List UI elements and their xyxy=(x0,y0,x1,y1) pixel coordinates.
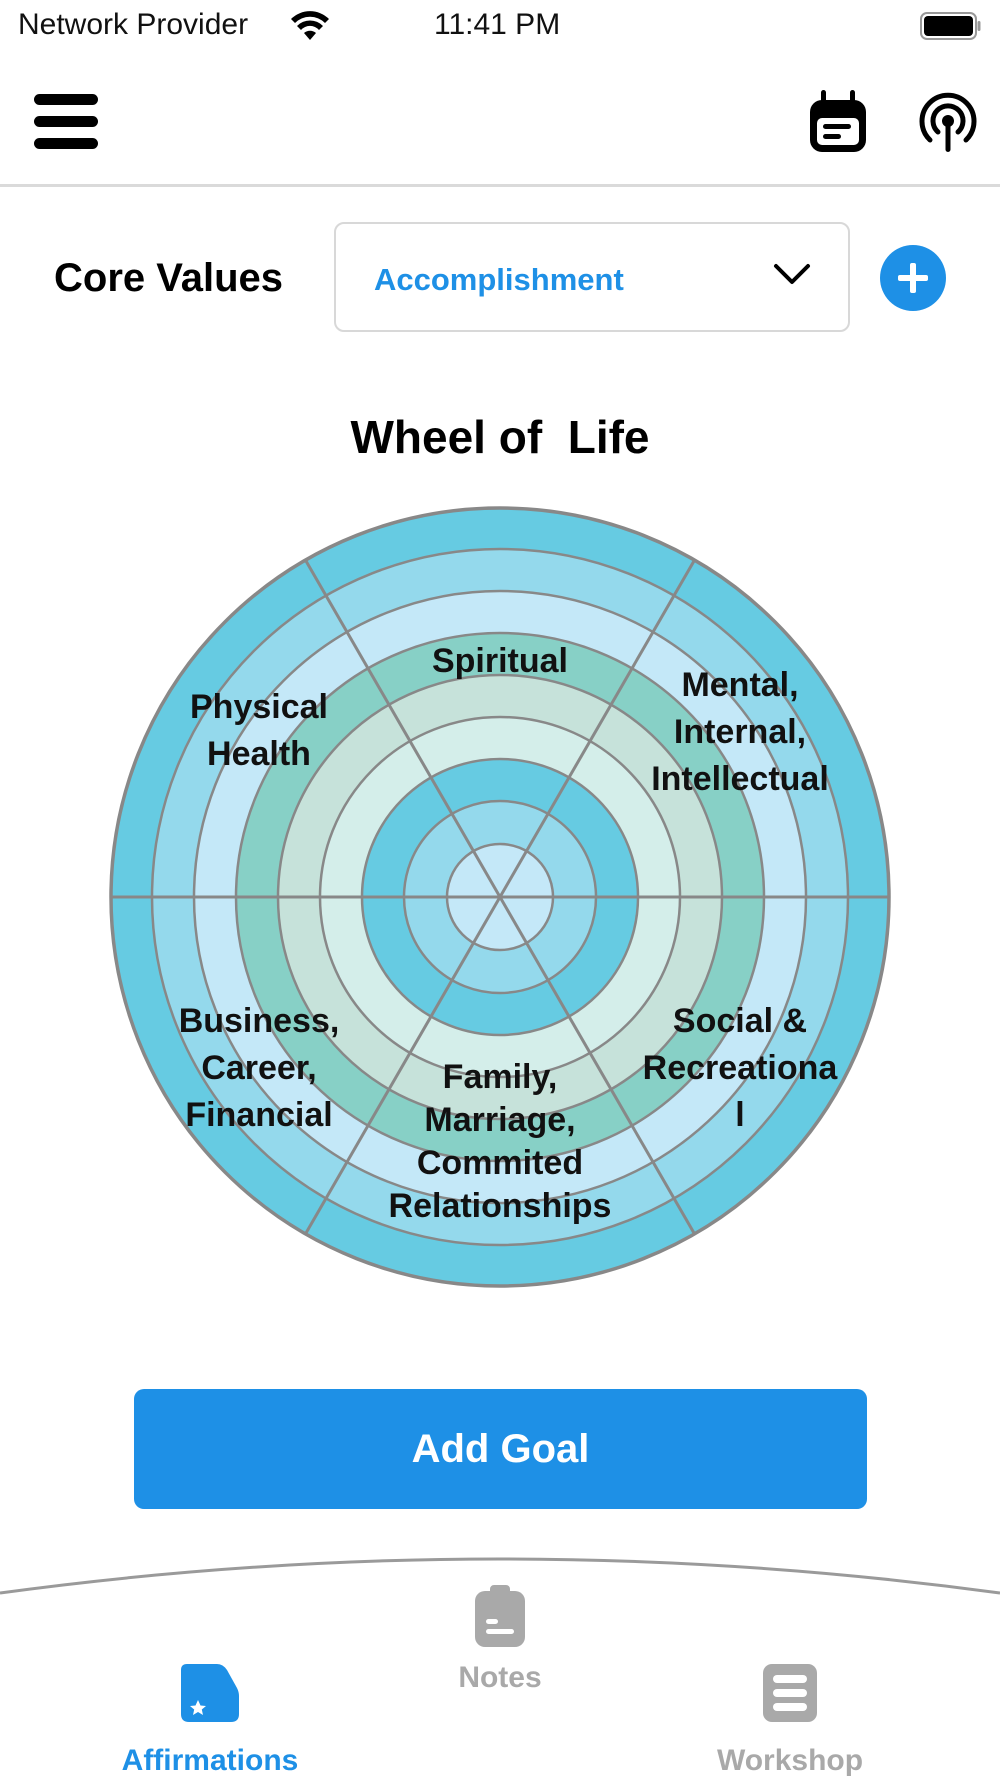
bottom-nav-divider xyxy=(0,1557,1000,1595)
tab-workshop[interactable]: Workshop xyxy=(680,1662,900,1778)
segment-label: Internal, xyxy=(674,713,806,751)
segment-label: Relationships xyxy=(389,1187,612,1225)
segment-label: Career, xyxy=(201,1049,316,1087)
chevron-down-icon xyxy=(774,264,810,284)
status-bar: Network Provider 11:41 PM xyxy=(0,0,1000,56)
wifi-icon xyxy=(291,11,329,40)
segment-business[interactable]: Business, Career, Financial xyxy=(179,1002,340,1134)
core-values-selected: Accomplishment xyxy=(374,262,624,297)
wheel-ring xyxy=(402,799,598,995)
segment-label: Health xyxy=(207,735,311,773)
segment-label: Commited xyxy=(417,1144,583,1182)
core-values-dropdown[interactable]: Accomplishment xyxy=(334,222,850,332)
segment-label: Social & xyxy=(673,1002,807,1040)
clipboard-icon xyxy=(475,1585,525,1647)
calendar-icon[interactable] xyxy=(806,86,870,156)
app-bar xyxy=(0,56,1000,187)
tab-notes[interactable]: Notes xyxy=(400,1585,600,1695)
segment-label: Business, xyxy=(179,1002,340,1040)
list-icon xyxy=(763,1664,817,1722)
segment-label: Spiritual xyxy=(432,642,568,680)
segment-label: Physical xyxy=(190,688,328,726)
clock: 11:41 PM xyxy=(434,8,561,41)
affirmation-card-icon xyxy=(181,1664,239,1722)
segment-mental[interactable]: Mental, Internal, Intellectual xyxy=(651,666,829,798)
segment-label: Intellectual xyxy=(651,760,829,798)
segment-label: Family, xyxy=(443,1058,558,1096)
broadcast-icon[interactable] xyxy=(916,86,980,156)
segment-label: Financial xyxy=(185,1096,332,1134)
wheel-ring xyxy=(360,757,640,1037)
segment-label: Marriage, xyxy=(424,1101,575,1139)
segment-social[interactable]: Social & Recreationa l xyxy=(643,1002,839,1134)
tab-label-notes: Notes xyxy=(458,1661,542,1694)
add-goal-button[interactable]: Add Goal xyxy=(134,1389,867,1509)
wheel-ring xyxy=(445,842,555,952)
segment-label: l xyxy=(735,1096,744,1134)
segment-label: Mental, xyxy=(681,666,798,704)
carrier-name: Network Provider xyxy=(18,8,249,41)
tab-affirmations[interactable]: Affirmations xyxy=(100,1662,320,1778)
tab-label-workshop: Workshop xyxy=(716,1744,864,1777)
hamburger-menu-icon[interactable] xyxy=(34,94,98,150)
segment-label: Recreationa xyxy=(643,1049,839,1087)
tab-label-affirmations: Affirmations xyxy=(121,1744,299,1777)
battery-full-icon xyxy=(920,12,981,40)
core-values-label: Core Values xyxy=(54,256,284,300)
add-core-value-button[interactable] xyxy=(880,245,946,311)
wheel-ring xyxy=(318,715,682,1079)
segment-spiritual[interactable]: Spiritual xyxy=(432,642,568,680)
wheel-title: Wheel of Life xyxy=(350,411,650,463)
